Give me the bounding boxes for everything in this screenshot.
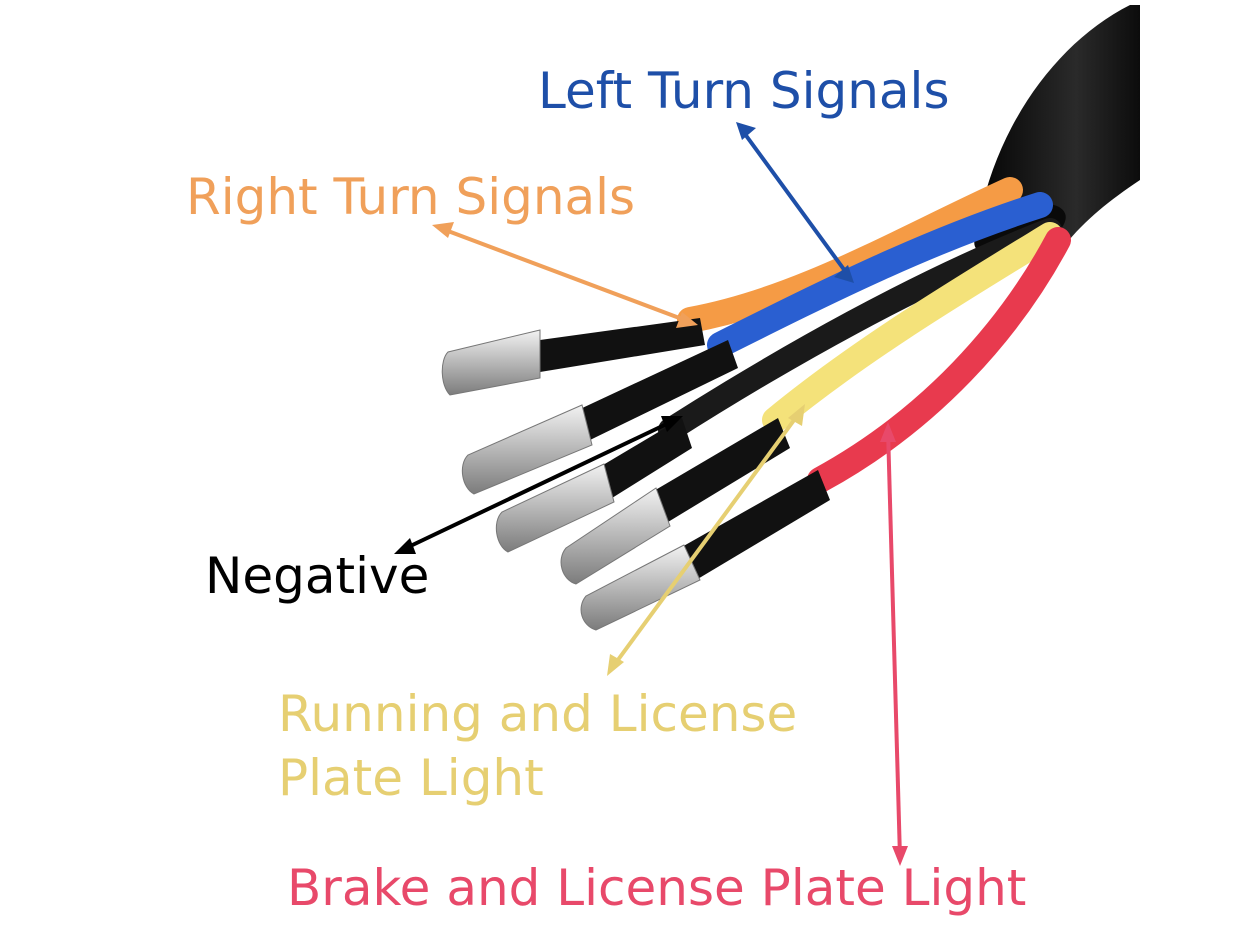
- arrow-right-turn: [432, 222, 698, 328]
- bullet-connector-icon: [461, 340, 738, 495]
- label-brake-license: Brake and License Plate Light: [287, 859, 1027, 917]
- arrow-running: [607, 404, 805, 676]
- wire-red: [807, 227, 1071, 493]
- arrow-left-turn: [736, 122, 854, 283]
- label-running-line-1: Running and License: [278, 685, 798, 743]
- bullet-connector-icon: [580, 470, 830, 631]
- wire-blue: [707, 192, 1053, 358]
- bullet-connector-icon: [495, 418, 692, 553]
- arrow-brake: [880, 422, 908, 866]
- label-right-turn-signals: Right Turn Signals: [186, 168, 636, 226]
- wire-black: [658, 218, 1062, 442]
- arrow-negative: [394, 416, 683, 554]
- label-running-license: Running and License Plate Light: [278, 682, 797, 810]
- bullet-connector-icon: [560, 418, 790, 585]
- wire-orange: [677, 177, 1023, 333]
- label-left-turn-signals: Left Turn Signals: [538, 62, 950, 120]
- wire-yellow: [762, 222, 1063, 433]
- label-running-line-2: Plate Light: [278, 749, 544, 807]
- label-negative: Negative: [205, 547, 430, 605]
- bullet-connector-icon: [441, 318, 705, 396]
